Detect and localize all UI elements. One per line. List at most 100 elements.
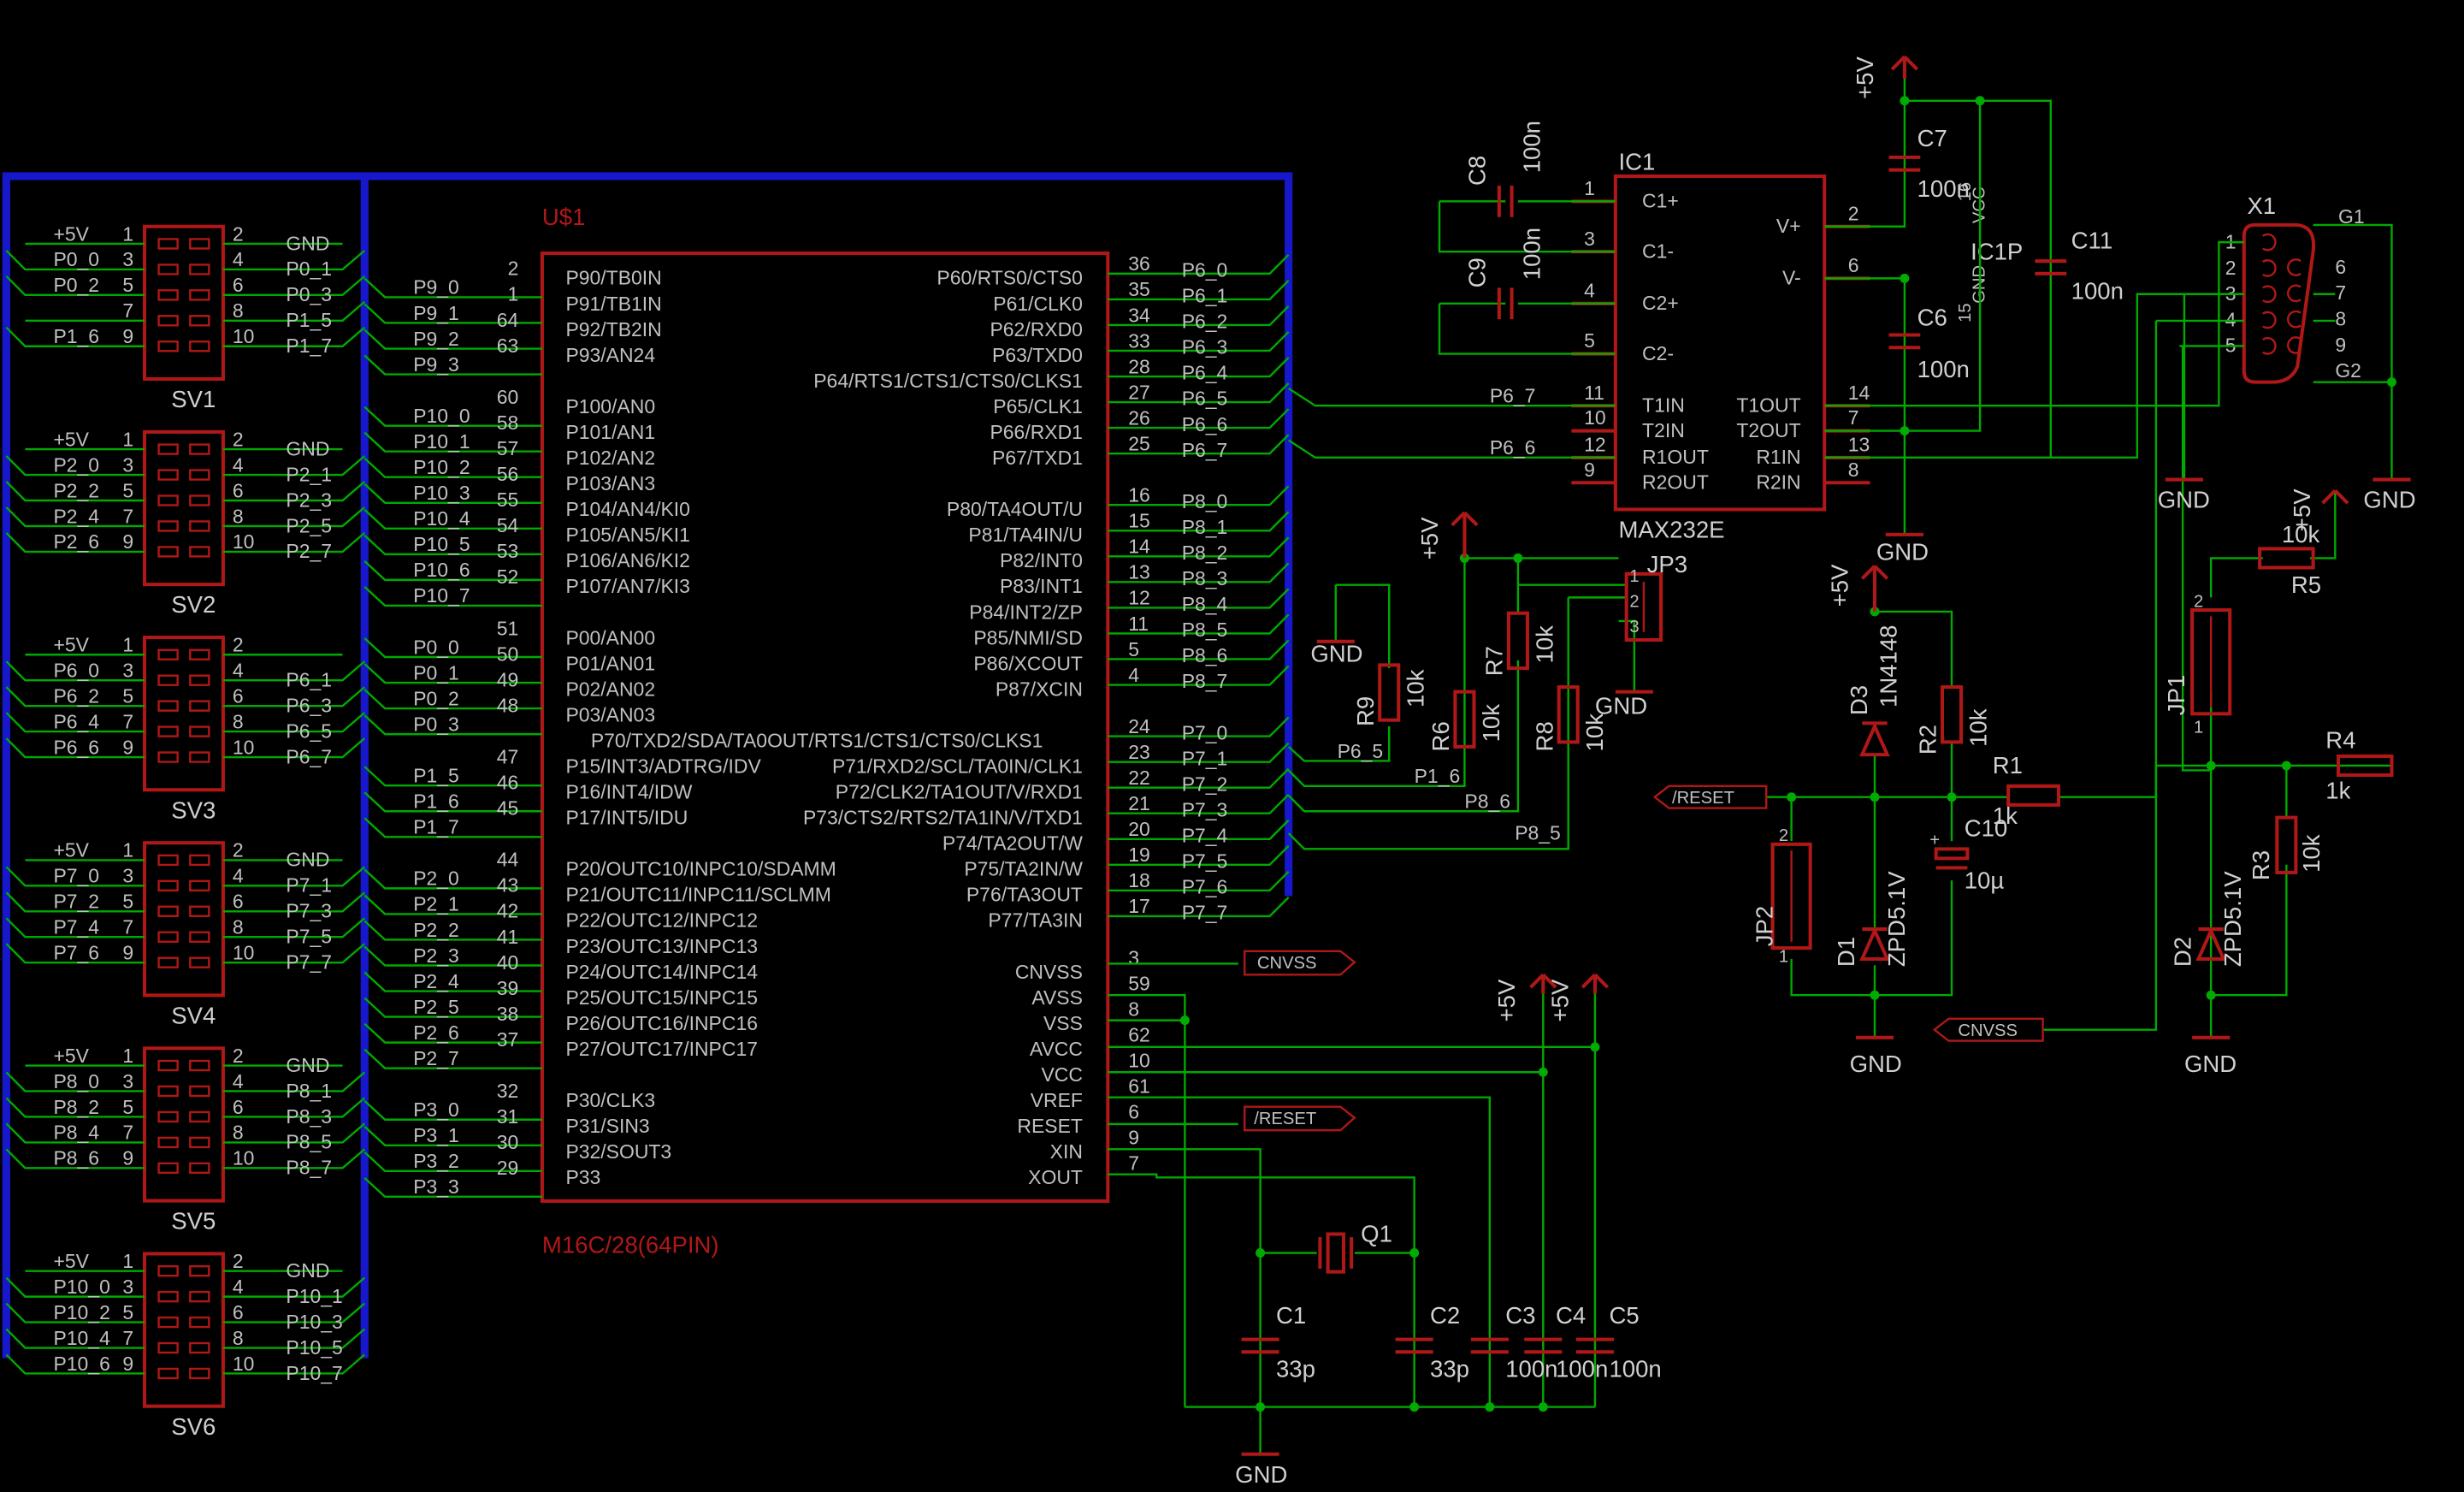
ic1-pin-number: 14: [1848, 382, 1870, 404]
svg-text:100n: 100n: [2071, 277, 2124, 304]
header-pin-number: 1: [122, 634, 133, 656]
ic1-pin-function: R1OUT: [1642, 446, 1709, 468]
header-pin: [157, 1367, 179, 1380]
svg-text:10k: 10k: [2282, 521, 2320, 548]
header-name: SV6: [171, 1413, 216, 1440]
mcu-pin-function: P24/OUTC14/INPC14: [565, 961, 758, 983]
header-pin: [189, 1316, 210, 1329]
header-pin: [189, 905, 210, 917]
header-net-left: P7_2: [53, 891, 99, 913]
svg-text:D2: D2: [2169, 937, 2195, 967]
header-pin: [189, 1367, 210, 1380]
header-pin: [157, 469, 179, 481]
header-pin-number: 7: [122, 1122, 133, 1144]
mcu-pin-net: P8_6: [1182, 644, 1228, 666]
svg-text:2: 2: [1779, 826, 1788, 845]
header-net-left: P2_0: [53, 453, 99, 476]
header-pin: [189, 340, 210, 352]
ic1-pin-number: 7: [1848, 406, 1859, 429]
header-pin: [189, 520, 210, 532]
ic1-pin-function: V-: [1782, 267, 1801, 289]
x1-pin-number: 8: [2335, 308, 2346, 330]
header-pin: [157, 700, 179, 712]
svg-text:3: 3: [1629, 618, 1639, 636]
header-pin-number: 10: [233, 1353, 255, 1375]
header-pin-number: 6: [233, 684, 244, 707]
mcu-pin-net: P10_2: [413, 456, 470, 478]
header-net-left: +5V: [53, 222, 89, 245]
header-pin-number: 3: [122, 1070, 133, 1092]
header-pin-number: 9: [122, 530, 133, 553]
ic1-pin-function: T1OUT: [1736, 394, 1800, 417]
svg-text:100n: 100n: [1917, 175, 1970, 202]
header-pin: [157, 1316, 179, 1329]
header-pin-number: 1: [122, 428, 133, 450]
header-pin: [157, 546, 179, 558]
mcu-pin-net: P7_6: [1182, 876, 1228, 898]
mcu-pin-number: 9: [1128, 1127, 1139, 1149]
mcu-pin-function: P03/AN03: [565, 703, 655, 725]
mcu-pin-function: P27/OUTC17/INPC17: [565, 1038, 758, 1060]
x1-pin-number: 9: [2335, 334, 2346, 356]
mcu-pin-function: XOUT: [1028, 1166, 1083, 1188]
header-pin: [157, 1085, 179, 1098]
svg-text:10k: 10k: [1965, 708, 1991, 747]
header-net-right: P8_5: [286, 1131, 332, 1153]
mcu-pin-number: 38: [497, 1003, 519, 1025]
header-pin-number: 3: [122, 660, 133, 682]
header-pin: [189, 546, 210, 558]
header-pin: [189, 1059, 210, 1072]
mcu-pin-net: P6_3: [1182, 336, 1228, 358]
mcu-pin-number: 25: [1128, 432, 1150, 454]
header-pin-number: 7: [122, 299, 133, 322]
mcu-pin-net: P6_6: [1182, 413, 1228, 435]
header-pin-number: 4: [233, 453, 244, 476]
header-net-right: P0_3: [286, 283, 332, 305]
mcu-pin-number: 19: [1128, 844, 1150, 866]
svg-text:C4: C4: [1556, 1302, 1586, 1329]
mcu-pin-function: P90/TB0IN: [565, 267, 661, 289]
header-pin-number: 8: [233, 710, 244, 732]
mcu-pin-net: P1_7: [413, 816, 459, 838]
svg-text:C1: C1: [1276, 1302, 1306, 1329]
header-pin: [189, 725, 210, 737]
junctions: [1179, 96, 2396, 1412]
ic1-pin-number: 8: [1848, 459, 1859, 481]
header-pin-number: 4: [233, 660, 244, 682]
mcu-pin-number: 58: [497, 411, 519, 434]
header-net-left: P8_2: [53, 1096, 99, 1118]
mcu-pin-function: P61/CLK0: [993, 293, 1083, 315]
mcu-pin-number: 4: [1128, 664, 1139, 686]
header-pin-number: 10: [233, 530, 255, 553]
header-net-left: P7_6: [53, 942, 99, 964]
jumper-jp3: JP3 1 2 3: [1624, 551, 1687, 642]
mcu-pin-function: P107/AN7/KI3: [565, 575, 689, 597]
mcu-pin-number: 5: [1128, 638, 1139, 660]
supply-5v-r5: +5V: [2289, 488, 2349, 531]
mcu-pin-net: P8_7: [1182, 670, 1228, 692]
max232-ic1: IC1 MAX232E 1C1+3C1-4C2+5C2-11T1IN10T2IN…: [1571, 149, 2023, 543]
ic1-pin-number: 9: [1584, 459, 1595, 481]
header-pin-number: 5: [122, 274, 133, 296]
mcu-pin-number: 54: [497, 514, 519, 536]
svg-text:R8: R8: [1531, 721, 1557, 751]
mcu-pin-function: P80/TA4OUT/U: [947, 498, 1083, 520]
svg-text:100n: 100n: [1917, 356, 1970, 382]
capacitor-c10: + C10 10µ: [1929, 815, 2007, 894]
ic1-pin-number: 4: [1584, 279, 1595, 301]
mcu-pin-number: 48: [497, 694, 519, 716]
svg-text:+5V: +5V: [1416, 517, 1443, 560]
